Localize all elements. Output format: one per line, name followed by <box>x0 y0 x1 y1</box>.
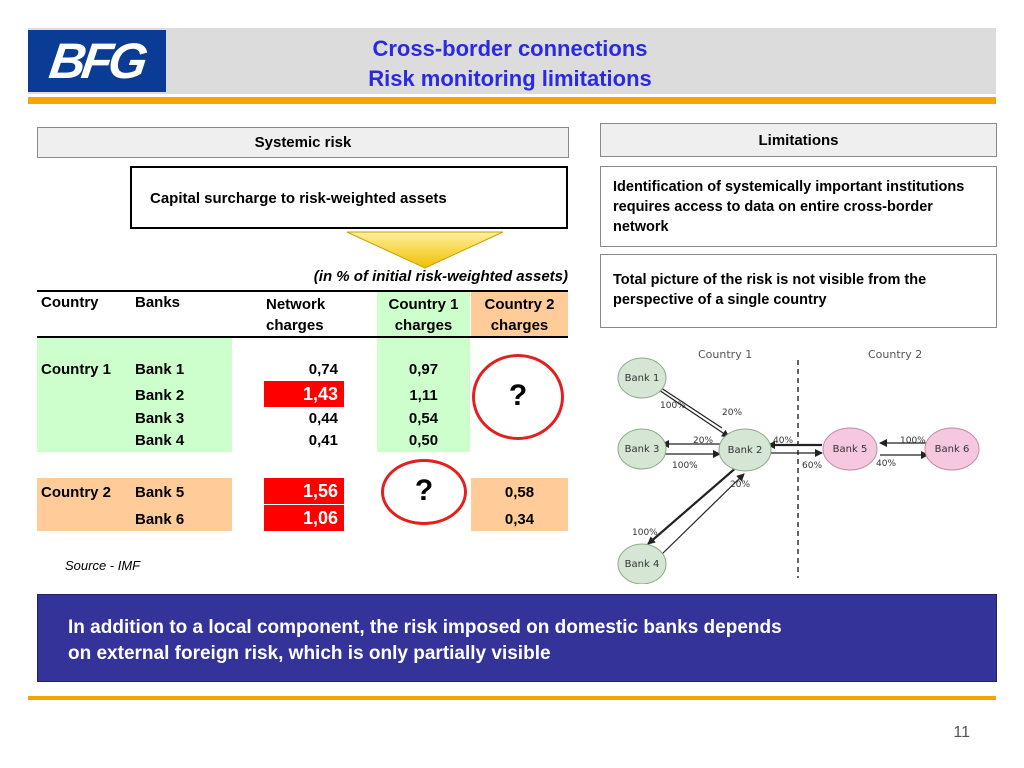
country2-row-bg <box>37 478 232 531</box>
edge-label: 100% <box>632 528 658 538</box>
col-header-network-l1: Network <box>266 296 326 313</box>
bfg-logo: BFG <box>28 30 166 92</box>
bank-network-diagram: Country 1 Country 2 100% 20% 20% 100% 40… <box>617 348 980 584</box>
col-header-country2-l2: charges <box>490 317 549 334</box>
title-line-1: Cross-border connections <box>372 36 648 61</box>
edge-label: 100% <box>900 436 926 446</box>
edge-label: 40% <box>773 436 793 446</box>
bank-node-label: Bank 5 <box>833 444 868 455</box>
col-header-country1-l2: charges <box>394 317 453 334</box>
table-cell-country1: 0,50 <box>408 432 439 449</box>
table-top-rule <box>37 290 568 292</box>
country2-label: Country 2 <box>868 348 922 361</box>
edge-label: 20% <box>693 436 713 446</box>
edge-label: 40% <box>876 459 896 469</box>
edge-label: 100% <box>672 461 698 471</box>
unknown-country2-marker: ? <box>472 354 564 440</box>
systemic-risk-header: Systemic risk <box>37 127 569 158</box>
col-header-country: Country <box>41 294 99 311</box>
limitation-item: Total picture of the risk is not visible… <box>600 254 997 328</box>
edge-bank2-bank1 <box>651 381 723 429</box>
edge-label: 20% <box>722 408 742 418</box>
capital-surcharge-box: Capital surcharge to risk-weighted asset… <box>130 166 568 229</box>
country1-label: Country 1 <box>698 348 752 361</box>
col-header-network-l2: charges <box>266 317 324 334</box>
table-cell-network: 0,44 <box>308 410 338 427</box>
edge-label: 60% <box>802 461 822 471</box>
page-number: 11 <box>953 724 970 741</box>
table-cell-country2: 0,58 <box>504 484 535 501</box>
table-cell-country: Country 2 <box>41 484 112 501</box>
table-cell-bank: Bank 2 <box>135 387 185 404</box>
bank-node-2: Bank 2 <box>718 428 772 472</box>
table-cell-bank: Bank 4 <box>135 432 185 449</box>
title-line-2: Risk monitoring limitations <box>368 66 652 91</box>
table-cell-network: 0,41 <box>308 432 338 449</box>
table-cell-bank: Bank 1 <box>135 361 185 378</box>
col-header-country1-l1: Country 1 <box>388 296 459 313</box>
bank-node-label: Bank 1 <box>625 373 660 384</box>
country2-charges-bg <box>471 478 568 531</box>
table-header-rule <box>37 336 568 338</box>
edge-label: 20% <box>730 480 750 490</box>
limitations-header: Limitations <box>600 123 997 157</box>
table-cell-country2: 0,34 <box>504 511 535 528</box>
bank-node-label: Bank 2 <box>728 445 763 456</box>
country2-header-bg <box>471 292 568 336</box>
logo-text: BFG <box>46 33 148 89</box>
page-title: Cross-border connections Risk monitoring… <box>200 34 820 94</box>
col-header-banks: Banks <box>135 294 181 311</box>
edge-bank1-bank2 <box>658 389 730 438</box>
unknown-country1-marker: ? <box>381 459 467 525</box>
table-cell-country1: 0,97 <box>408 361 439 378</box>
table-cell-network-highlight: 1,56 <box>264 478 344 504</box>
table-cell-network-highlight: 1,06 <box>264 505 344 531</box>
source-note: Source - IMF <box>65 558 141 573</box>
edge-bank2-bank4 <box>647 465 739 545</box>
bank-node-3: Bank 3 <box>617 428 667 470</box>
diagram-edges <box>647 381 929 557</box>
bank-node-5: Bank 5 <box>822 427 878 471</box>
col-header-country1: Country 1 charges <box>377 294 470 336</box>
table-cell-country1: 0,54 <box>408 410 439 427</box>
table-caption: (in % of initial risk-weighted assets) <box>313 268 568 285</box>
bank-node-6: Bank 6 <box>924 427 980 471</box>
bank-node-label: Bank 3 <box>625 444 660 455</box>
table-cell-network: 0,74 <box>308 361 338 378</box>
bank-node-4: Bank 4 <box>617 543 667 584</box>
conclusion-box: In addition to a local component, the ri… <box>37 594 997 682</box>
table-cell-country: Country 1 <box>41 361 112 378</box>
table-cell-bank: Bank 3 <box>135 410 185 427</box>
conclusion-line-2: on external foreign risk, which is only … <box>68 643 551 664</box>
header-rule <box>28 97 996 104</box>
col-header-network: Network charges <box>266 294 325 336</box>
header-band <box>28 28 996 94</box>
col-header-country2-l1: Country 2 <box>484 296 555 313</box>
country1-row-bg <box>37 338 232 452</box>
col-header-country2: Country 2 charges <box>471 294 568 336</box>
bank-node-1: Bank 1 <box>617 357 667 399</box>
country1-charges-bg <box>377 338 470 452</box>
bank-node-label: Bank 4 <box>625 559 660 570</box>
edge-label: 100% <box>660 401 686 411</box>
table-cell-bank: Bank 5 <box>135 484 185 501</box>
edge-bank4-bank2 <box>659 473 745 557</box>
table-cell-network-highlight: 1,43 <box>264 381 344 407</box>
conclusion-line-1: In addition to a local component, the ri… <box>68 617 782 638</box>
country1-header-bg <box>377 292 470 336</box>
table-cell-bank: Bank 6 <box>135 511 185 528</box>
limitation-item: Identification of systemically important… <box>600 166 997 247</box>
down-arrow-icon <box>346 231 504 269</box>
table-cell-country1: 1,11 <box>409 387 438 404</box>
footer-rule <box>28 696 996 700</box>
bank-node-label: Bank 6 <box>935 444 970 455</box>
